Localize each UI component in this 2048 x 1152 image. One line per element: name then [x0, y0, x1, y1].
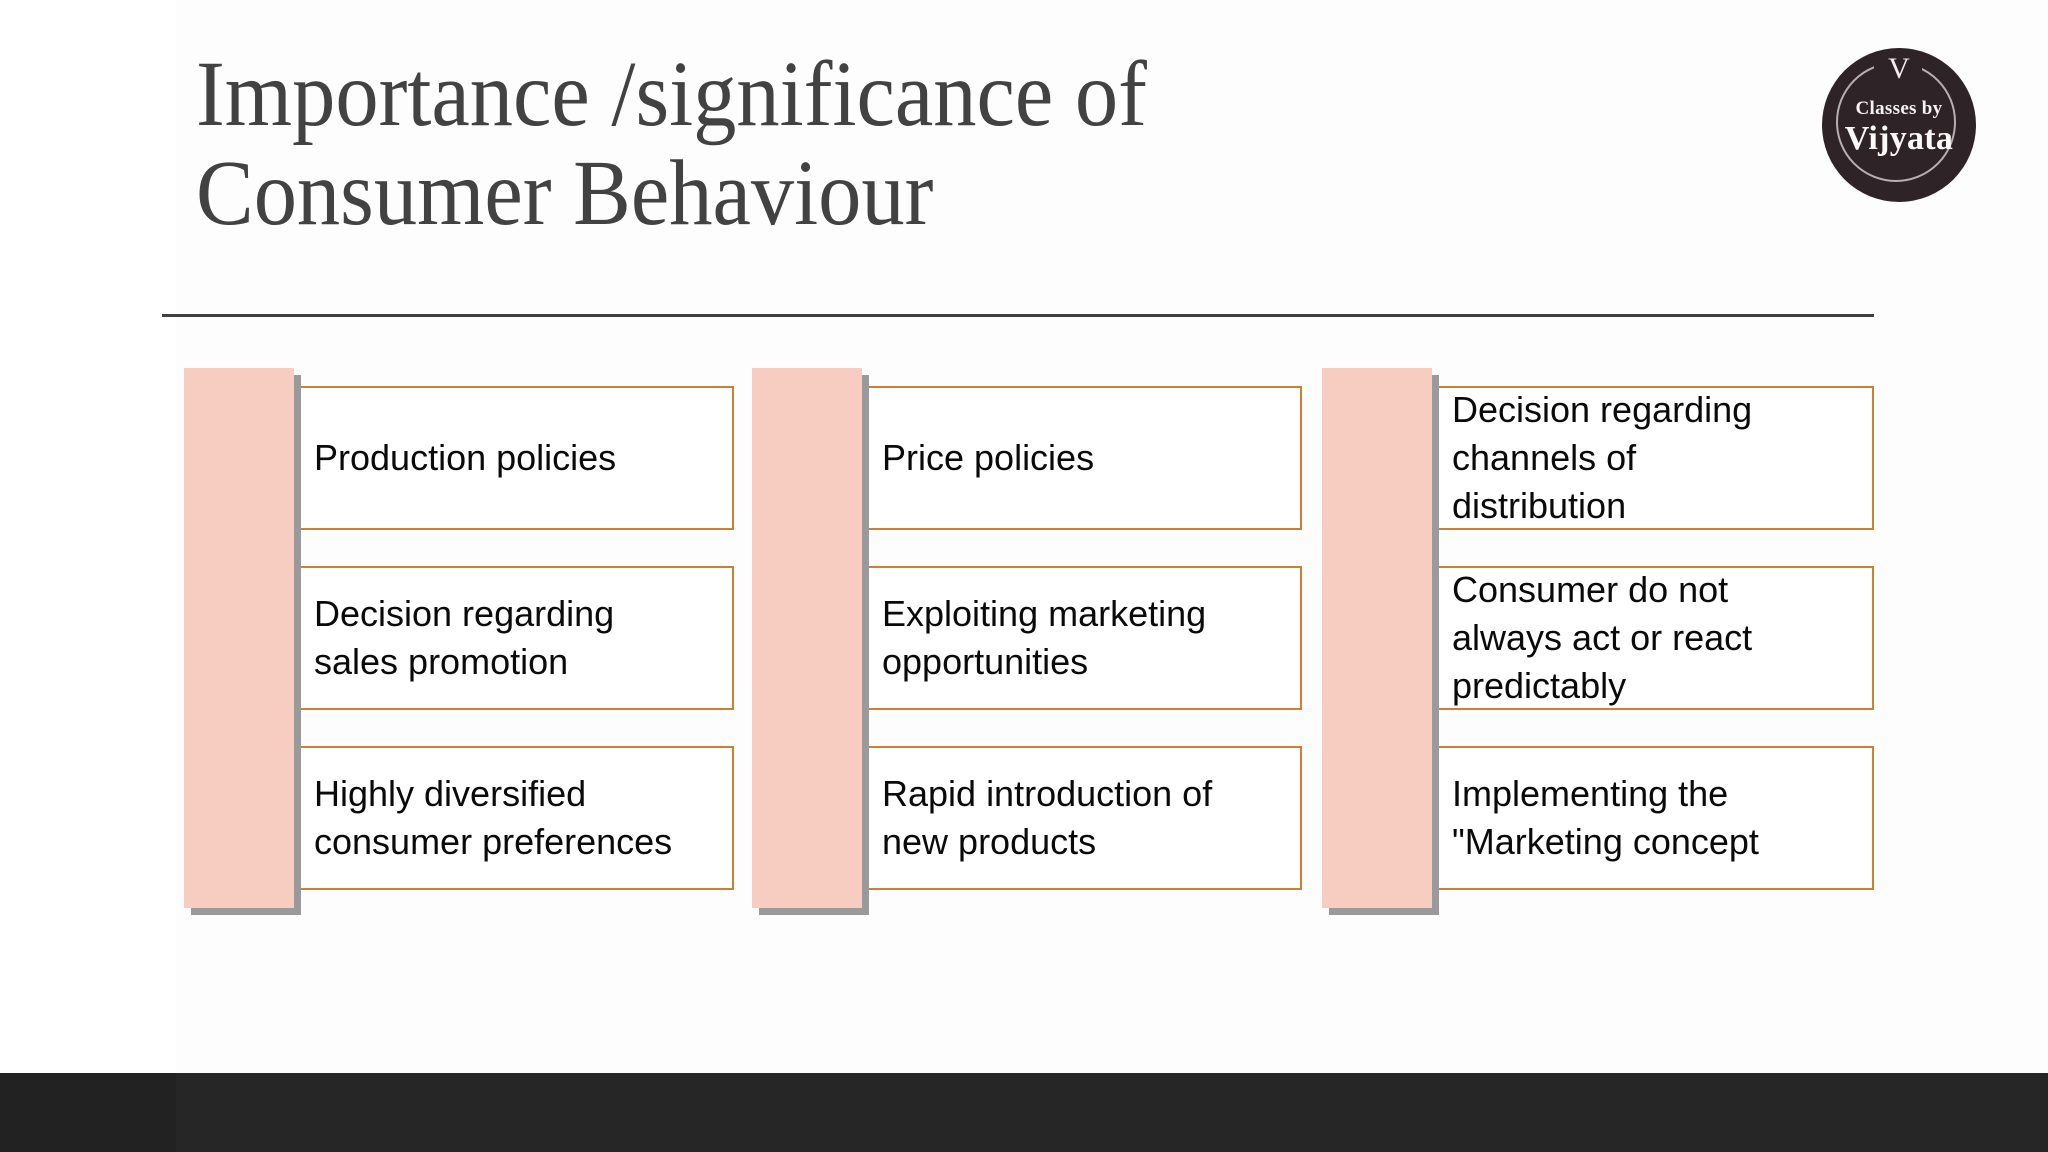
logo-line-1: Classes by [1855, 98, 1943, 119]
item-label-marketing-concept: Implementing the "Marketing concept [1452, 773, 1759, 862]
item-tab-price-policies[interactable] [752, 368, 862, 548]
item-tab-marketing-concept[interactable] [1322, 728, 1432, 908]
item-label-sales-promotion: Decision regarding sales promotion [314, 593, 615, 682]
slide-background-left [0, 0, 176, 1152]
footer-bar [0, 1073, 2048, 1152]
item-label-new-products: Rapid introduction of new products [882, 773, 1213, 862]
item-tab-unpredictable-consumer[interactable] [1322, 548, 1432, 728]
logo-ring-gap [1874, 52, 1922, 74]
footer-bar-left-accent [0, 1073, 176, 1152]
item-tab-diversified-preferences[interactable] [184, 728, 294, 908]
classes-by-vijyata-logo: V Classes by Vijyata [1822, 48, 1976, 202]
slide-title-block: Importance /significance of Consumer Beh… [196, 43, 1716, 245]
item-label-channels-of-distribution: Decision regarding channels of distribut… [1452, 389, 1753, 526]
item-tab-channels-of-distribution[interactable] [1322, 368, 1432, 548]
logo-monogram: V [1888, 52, 1910, 85]
item-label-marketing-opportunities: Exploiting marketing opportunities [882, 593, 1207, 682]
item-tab-sales-promotion[interactable] [184, 548, 294, 728]
logo-line-2: Vijyata [1844, 120, 1954, 157]
item-label-price-policies: Price policies [882, 437, 1095, 478]
item-label-diversified-preferences: Highly diversified consumer preferences [314, 773, 673, 862]
item-label-unpredictable-consumer: Consumer do not always act or react pred… [1452, 569, 1753, 706]
item-tab-production-policies[interactable] [184, 368, 294, 548]
item-tab-marketing-opportunities[interactable] [752, 548, 862, 728]
page-title: Importance /significance of Consumer Beh… [196, 43, 1147, 245]
item-label-production-policies: Production policies [314, 437, 617, 478]
item-tab-new-products[interactable] [752, 728, 862, 908]
title-divider [162, 314, 1874, 317]
